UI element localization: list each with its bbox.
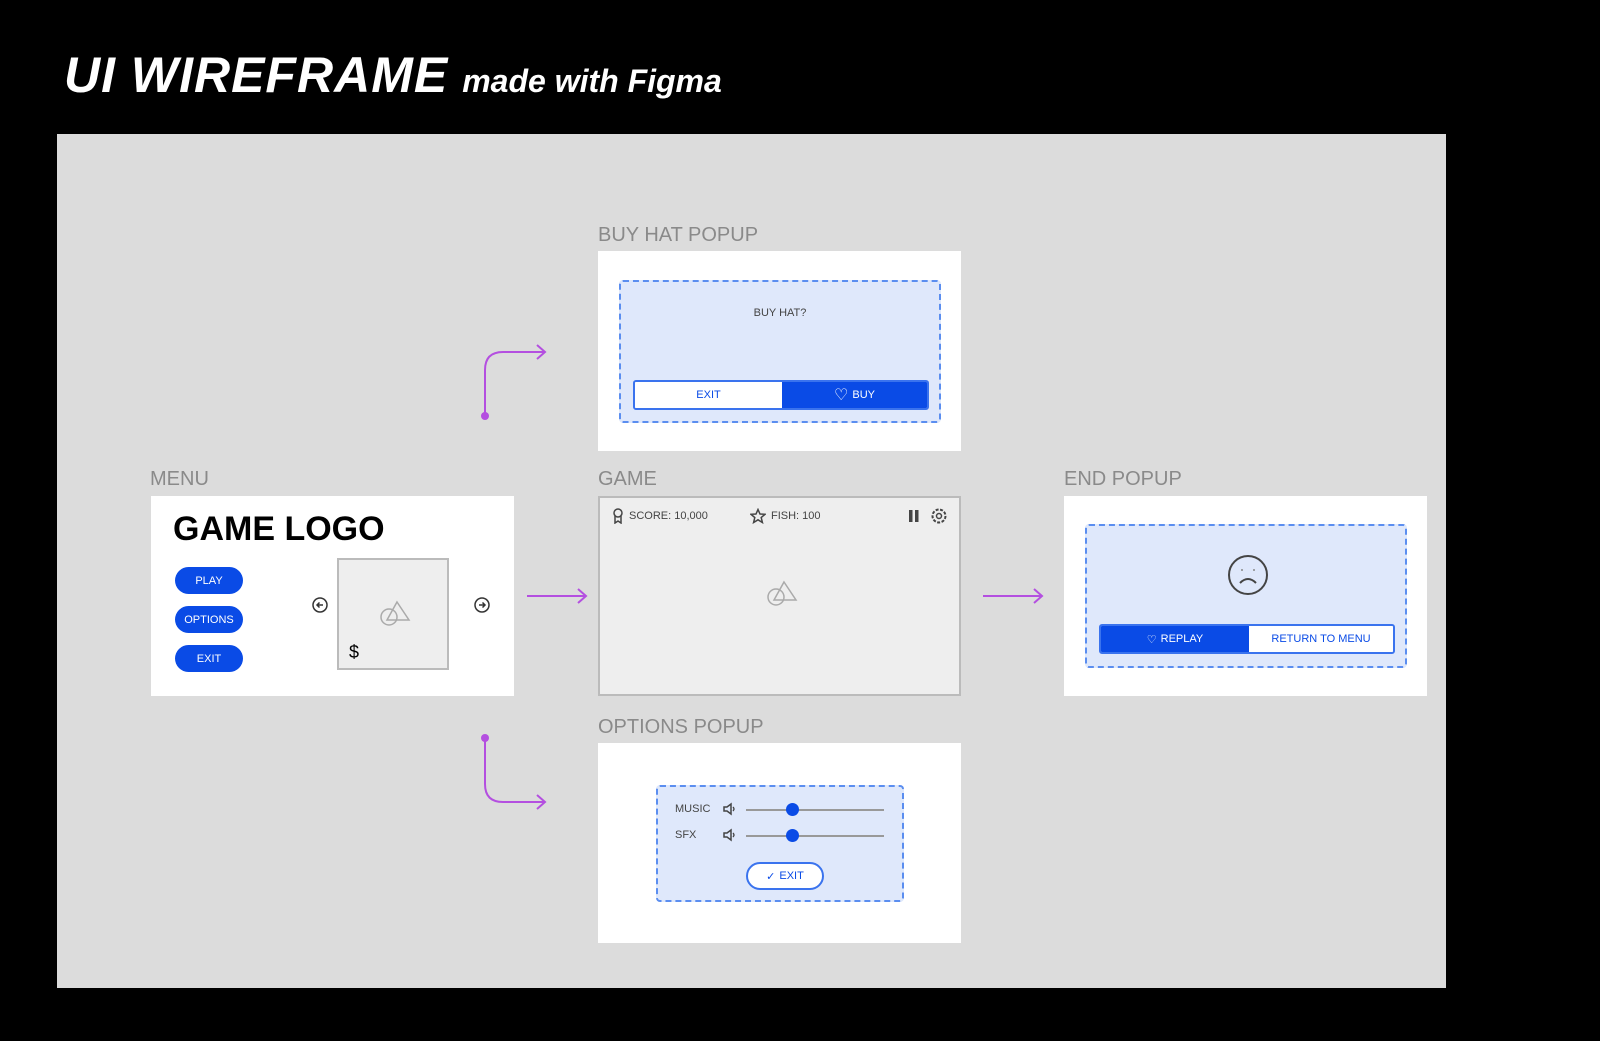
hat-preview: $: [337, 558, 449, 670]
heart-icon: ♡: [834, 387, 849, 404]
arrow-to-end-popup: [983, 588, 1044, 604]
end-popup-frame: ♡REPLAY RETURN TO MENU: [1064, 496, 1427, 696]
buy-popup-frame: BUY HAT? EXIT ♡BUY: [598, 251, 961, 451]
buy-popup-label: BUY HAT POPUP: [598, 224, 759, 246]
options-popup-dialog: MUSIC SFX ✓EXIT: [656, 785, 904, 902]
buy-button[interactable]: ♡BUY: [782, 382, 927, 408]
menu-frame: GAME LOGO PLAY OPTIONS EXIT $: [151, 496, 514, 696]
pause-icon[interactable]: [908, 509, 920, 523]
end-popup-buttons: ♡REPLAY RETURN TO MENU: [1099, 624, 1395, 654]
options-button[interactable]: OPTIONS: [175, 606, 243, 633]
arrow-to-buy-popup: [484, 344, 547, 416]
game-frame: SCORE: 10,000 FISH: 100: [598, 496, 961, 696]
star-icon: [750, 508, 766, 524]
options-popup-label: OPTIONS POPUP: [598, 716, 764, 738]
volume-icon: [723, 802, 735, 816]
next-arrow-icon[interactable]: [473, 596, 491, 614]
replay-label: REPLAY: [1160, 633, 1204, 645]
game-frame-label: GAME: [598, 468, 657, 490]
music-slider-thumb[interactable]: [785, 803, 799, 816]
page-title: UI WIREFRAME made with Figma: [64, 46, 722, 104]
music-label: MUSIC: [675, 803, 711, 815]
sfx-label: SFX: [675, 829, 697, 841]
image-placeholder-icon: [380, 600, 411, 626]
options-exit-label: EXIT: [779, 870, 804, 882]
score-display: SCORE: 10,000: [612, 508, 708, 524]
game-logo: GAME LOGO: [173, 510, 385, 548]
volume-icon: [723, 828, 735, 842]
price-icon: $: [349, 642, 360, 662]
check-icon: ✓: [766, 870, 776, 883]
end-popup-label: END POPUP: [1064, 468, 1182, 490]
sfx-slider[interactable]: [746, 829, 884, 842]
settings-gear-icon[interactable]: [930, 507, 948, 525]
fish-text: FISH: 100: [771, 510, 821, 522]
sfx-slider-thumb[interactable]: [785, 829, 799, 842]
arrow-to-options-popup: [484, 738, 547, 810]
image-placeholder-icon: [767, 580, 798, 606]
exit-button[interactable]: EXIT: [175, 645, 243, 672]
buy-question: BUY HAT?: [753, 307, 807, 319]
buy-popup-dialog: BUY HAT? EXIT ♡BUY: [619, 280, 941, 423]
options-popup-frame: MUSIC SFX ✓EXIT: [598, 743, 961, 943]
sad-face-icon: [1228, 555, 1268, 595]
previous-arrow-icon[interactable]: [311, 596, 329, 614]
exit-button[interactable]: EXIT: [635, 382, 782, 408]
buy-popup-buttons: EXIT ♡BUY: [633, 380, 929, 410]
end-popup-dialog: ♡REPLAY RETURN TO MENU: [1085, 524, 1407, 668]
award-icon: [613, 508, 623, 524]
play-button[interactable]: PLAY: [175, 567, 243, 594]
music-slider[interactable]: [746, 803, 884, 816]
options-exit-button[interactable]: ✓EXIT: [746, 862, 824, 890]
return-to-menu-button[interactable]: RETURN TO MENU: [1249, 626, 1393, 652]
arrow-to-game: [527, 588, 588, 604]
score-text: SCORE: 10,000: [629, 510, 708, 522]
replay-button[interactable]: ♡REPLAY: [1101, 626, 1249, 652]
buy-label: BUY: [852, 389, 875, 401]
menu-frame-label: MENU: [150, 468, 209, 490]
title-sub: made with Figma: [462, 63, 722, 99]
title-main: UI WIREFRAME: [64, 47, 449, 103]
fish-display: FISH: 100: [750, 508, 821, 524]
heart-icon: ♡: [1146, 633, 1157, 646]
